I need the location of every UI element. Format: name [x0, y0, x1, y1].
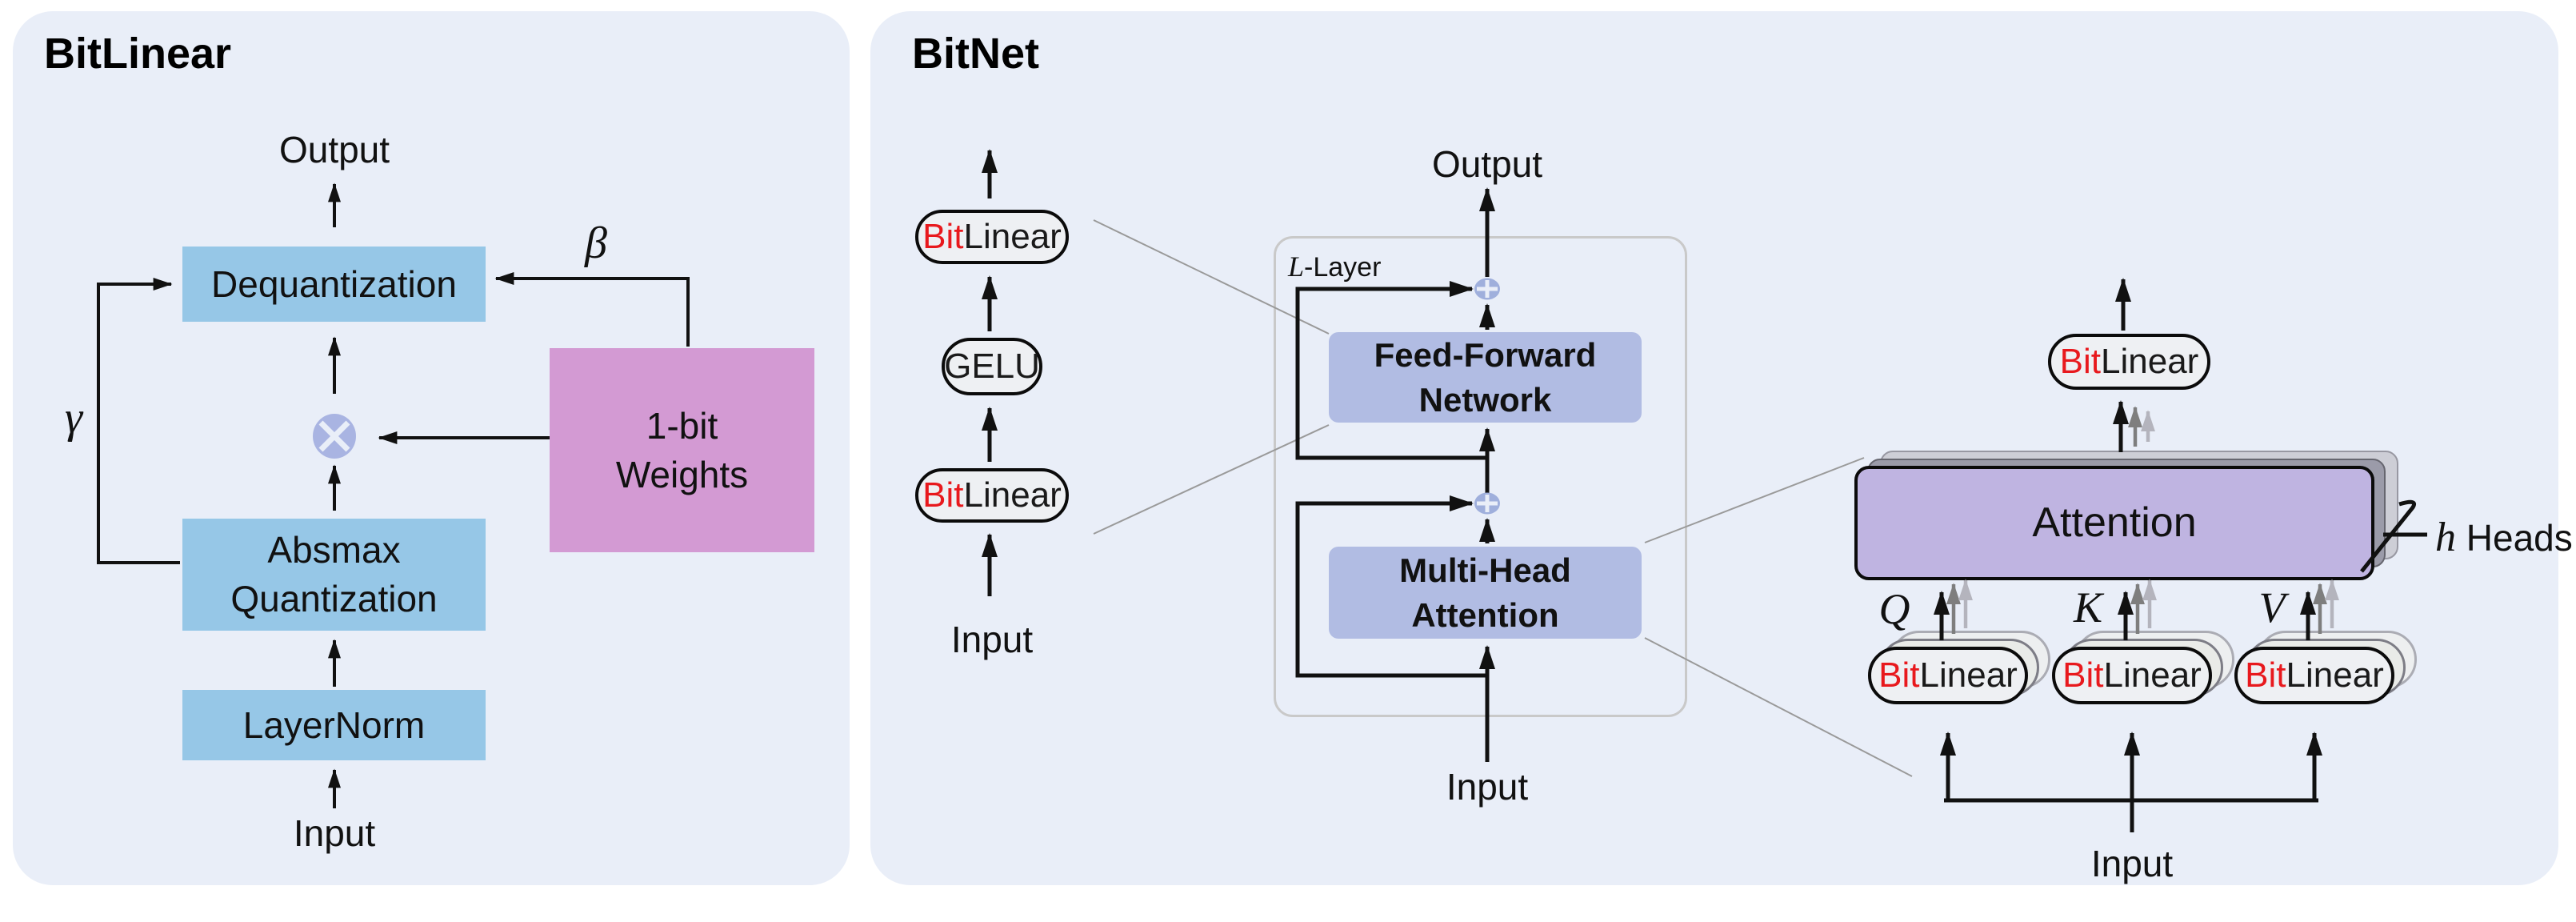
bitnet-panel — [870, 11, 2558, 885]
one-bit-weights-box: 1-bit Weights — [550, 348, 814, 552]
weights-line1: 1-bit — [646, 404, 718, 447]
bitlinear-pill-linear: Linear — [963, 475, 1062, 515]
layernorm-label: LayerNorm — [242, 704, 426, 746]
bitlinear-pill-bit: Bit — [922, 475, 964, 515]
ffn-line2: Network — [1418, 380, 1552, 419]
bitlinear-pill-linear: Linear — [1919, 655, 2018, 695]
feed-forward-network-box: Feed-Forward Network — [1329, 332, 1642, 423]
absmax-line2: Quantization — [230, 578, 438, 619]
bitlinear-pill-bit: Bit — [922, 217, 964, 256]
beta-label: β — [585, 218, 607, 268]
bitlinear-pill-bit: Bit — [1878, 655, 1920, 695]
bitlinear-pill-linear: Linear — [2101, 342, 2199, 381]
gelu-pill: GELU — [942, 338, 1042, 395]
heads-count-var: h — [2435, 515, 2456, 560]
stack-input-label: Input — [950, 619, 1034, 660]
bitlinear-pill-linear: Linear — [2286, 655, 2384, 695]
bitlinear-title: BitLinear — [44, 30, 232, 78]
dequantization-label: Dequantization — [211, 263, 457, 305]
gelu-label: GELU — [944, 347, 1040, 386]
attn-input-label: Input — [2090, 843, 2174, 884]
l-layer-label: L-Layer — [1288, 250, 1381, 283]
bitlinear-pill-bit: Bit — [2245, 655, 2286, 695]
absmax-line1: Absmax — [267, 529, 401, 571]
bitnet-title: BitNet — [912, 30, 1039, 78]
ffn-line1: Feed-Forward — [1374, 336, 1597, 375]
dequantization-box: Dequantization — [182, 247, 486, 322]
llayer-output-label: Output — [1431, 143, 1543, 185]
bitlinear-pill-bit: Bit — [2062, 655, 2104, 695]
bitlinear-output-label: Output — [278, 129, 390, 170]
v-label: V — [2258, 583, 2286, 631]
q-label: Q — [1878, 585, 1910, 633]
h-heads-label: h Heads — [2435, 514, 2573, 561]
attention-label: Attention — [2032, 499, 2197, 547]
bitlinear-input-label: Input — [293, 812, 376, 854]
l-layer-label-rest: -Layer — [1304, 252, 1382, 283]
mha-line2: Attention — [1411, 595, 1559, 634]
l-layer-label-l: L — [1288, 251, 1305, 283]
gamma-label: γ — [64, 393, 83, 443]
absmax-quantization-box: Absmax Quantization — [182, 519, 486, 631]
bitlinear-pill-linear: Linear — [2103, 655, 2202, 695]
l-layer-container — [1274, 236, 1687, 717]
k-label: K — [2073, 583, 2103, 631]
heads-word: Heads — [2466, 517, 2573, 559]
weights-line2: Weights — [615, 453, 749, 495]
llayer-input-label: Input — [1446, 766, 1529, 808]
layernorm-box: LayerNorm — [182, 690, 486, 760]
mha-line1: Multi-Head — [1399, 551, 1571, 590]
multi-head-attention-box: Multi-Head Attention — [1329, 547, 1642, 639]
bitlinear-pill-linear: Linear — [963, 217, 1062, 256]
attention-box: Attention — [1854, 466, 2374, 580]
bitlinear-pill-bit: Bit — [2059, 342, 2102, 381]
